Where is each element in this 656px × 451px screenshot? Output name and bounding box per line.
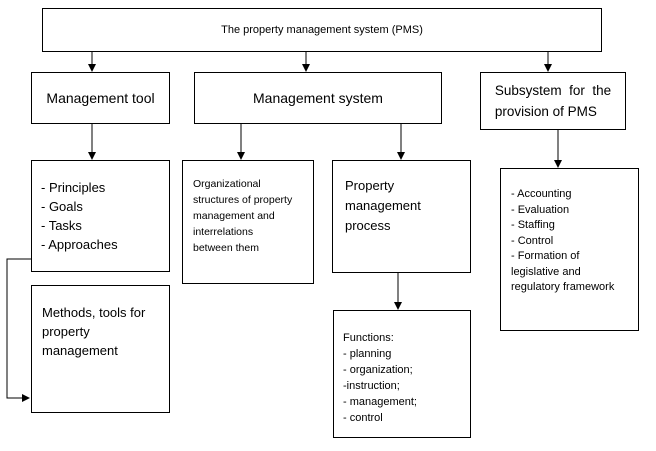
subsystem-label: Subsystem for the provision of PMS xyxy=(494,83,612,119)
functions-heading: Functions: xyxy=(343,332,394,344)
provision-item: - Staffing xyxy=(511,219,555,231)
root-title: The property management system (PMS) xyxy=(221,24,423,36)
tool-element-item: - Tasks xyxy=(41,218,82,233)
tool-element-item: - Approaches xyxy=(41,237,118,252)
tool-element-item: - Principles xyxy=(41,180,106,195)
management-tool-box: Management tool xyxy=(31,72,170,124)
org-structures-box: Organizational structures of property ma… xyxy=(182,160,314,284)
subsystem-box: Subsystem for the provision of PMS xyxy=(480,72,626,130)
methods-box: Methods, tools for property management xyxy=(31,285,170,413)
provision-item: - Evaluation xyxy=(511,203,570,216)
tool-elements-box: - Principles - Goals - Tasks - Approache… xyxy=(31,160,170,272)
functions-list: - planning - organization; -instruction;… xyxy=(343,346,470,426)
management-system-box: Management system xyxy=(194,72,442,124)
process-box: Property management process xyxy=(332,160,471,273)
org-structures-label: Organizational structures of property ma… xyxy=(193,178,293,254)
arrow-elements-to-methods xyxy=(6,258,31,402)
provision-item: - Accounting xyxy=(511,188,572,200)
function-item: - organization; xyxy=(343,364,413,376)
process-label: Property management process xyxy=(345,178,421,233)
function-item: -instruction; xyxy=(343,380,400,392)
management-system-label: Management system xyxy=(253,90,383,106)
function-item: - control xyxy=(343,412,383,424)
provision-item: - Formation of legislative and regulator… xyxy=(511,250,615,293)
provision-box: - Accounting - Evaluation - Staffing - C… xyxy=(500,168,639,331)
methods-label: Methods, tools for property management xyxy=(42,305,146,358)
management-tool-label: Management tool xyxy=(46,90,155,106)
tool-elements-list: - Principles - Goals - Tasks - Approache… xyxy=(41,178,169,254)
root-box: The property management system (PMS) xyxy=(42,8,602,52)
functions-box: Functions: - planning - organization; -i… xyxy=(333,310,471,438)
function-item: - planning xyxy=(343,348,392,360)
provision-list: - Accounting - Evaluation - Staffing - C… xyxy=(511,187,638,296)
tool-element-item: - Goals xyxy=(41,199,83,214)
provision-item: - Control xyxy=(511,234,554,247)
function-item: - management; xyxy=(343,396,417,408)
